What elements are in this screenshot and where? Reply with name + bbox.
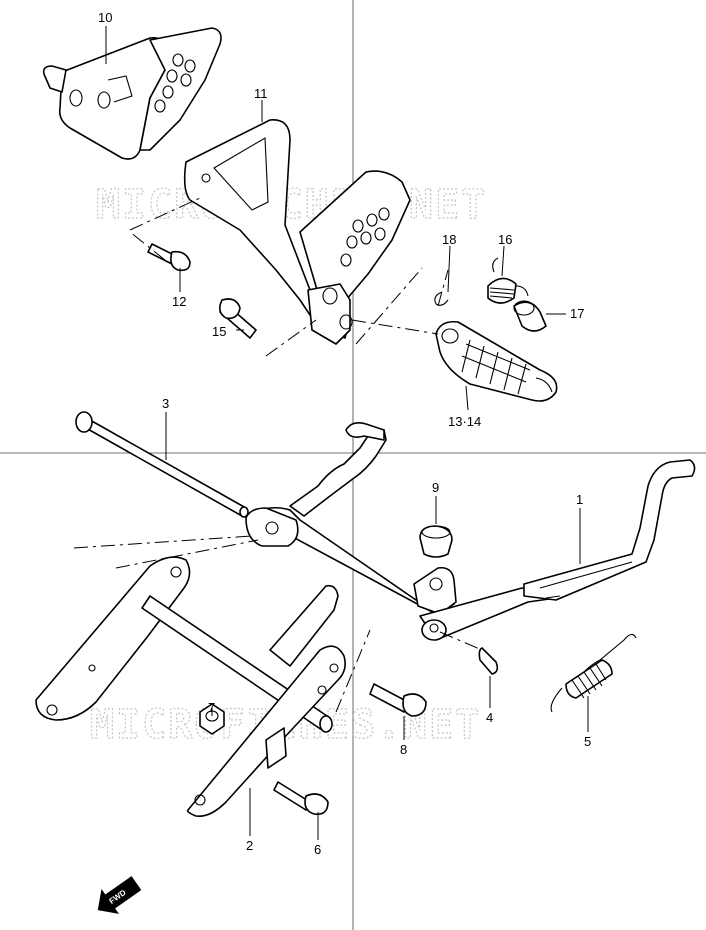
part-2-stand-frame <box>35 556 346 818</box>
part-13-14-footrest-peg <box>435 320 558 402</box>
callout-8: 8 <box>400 742 407 757</box>
callout-16: 16 <box>498 232 512 247</box>
part-11-footrest-bracket <box>183 119 411 345</box>
assembly-lines <box>73 197 561 713</box>
part-15-pin <box>218 298 257 339</box>
callout-5: 5 <box>584 734 591 749</box>
callout-2: 2 <box>246 838 253 853</box>
part-17-collar <box>513 300 547 332</box>
callout-13-14: 13·14 <box>448 414 481 429</box>
part-7-nut <box>199 703 225 735</box>
fwd-arrow-icon: FWD <box>97 876 142 914</box>
part-3-pivot-shaft <box>75 411 249 518</box>
callout-7: 7 <box>208 700 215 715</box>
part-10-heel-plate <box>42 27 222 160</box>
callout-6: 6 <box>314 842 321 857</box>
callout-9: 9 <box>432 480 439 495</box>
callout-11: 11 <box>254 86 268 101</box>
leader-lines <box>105 26 589 840</box>
part-8-bolt <box>369 683 427 717</box>
callout-10: 10 <box>98 10 112 25</box>
callout-4: 4 <box>486 710 493 725</box>
part-1-pedal <box>245 422 696 641</box>
callout-3: 3 <box>162 396 169 411</box>
callout-15: 15 <box>212 324 226 339</box>
part-18-e-clip <box>434 291 449 306</box>
part-9-stopper <box>419 525 453 558</box>
part-12-bolt <box>147 243 191 272</box>
part-16-spring <box>487 257 529 304</box>
part-4-cotter-pin <box>478 647 499 675</box>
callout-labels: 10 11 12 15 18 16 17 13·14 3 9 1 4 5 7 8… <box>98 10 591 857</box>
watermark-top: MICROFICHES.NET <box>96 182 487 228</box>
callout-17: 17 <box>570 306 584 321</box>
callout-1: 1 <box>576 492 583 507</box>
part-5-return-spring <box>550 633 637 713</box>
part-6-bolt <box>273 781 329 816</box>
callout-12: 12 <box>172 294 186 309</box>
callout-18: 18 <box>442 232 456 247</box>
